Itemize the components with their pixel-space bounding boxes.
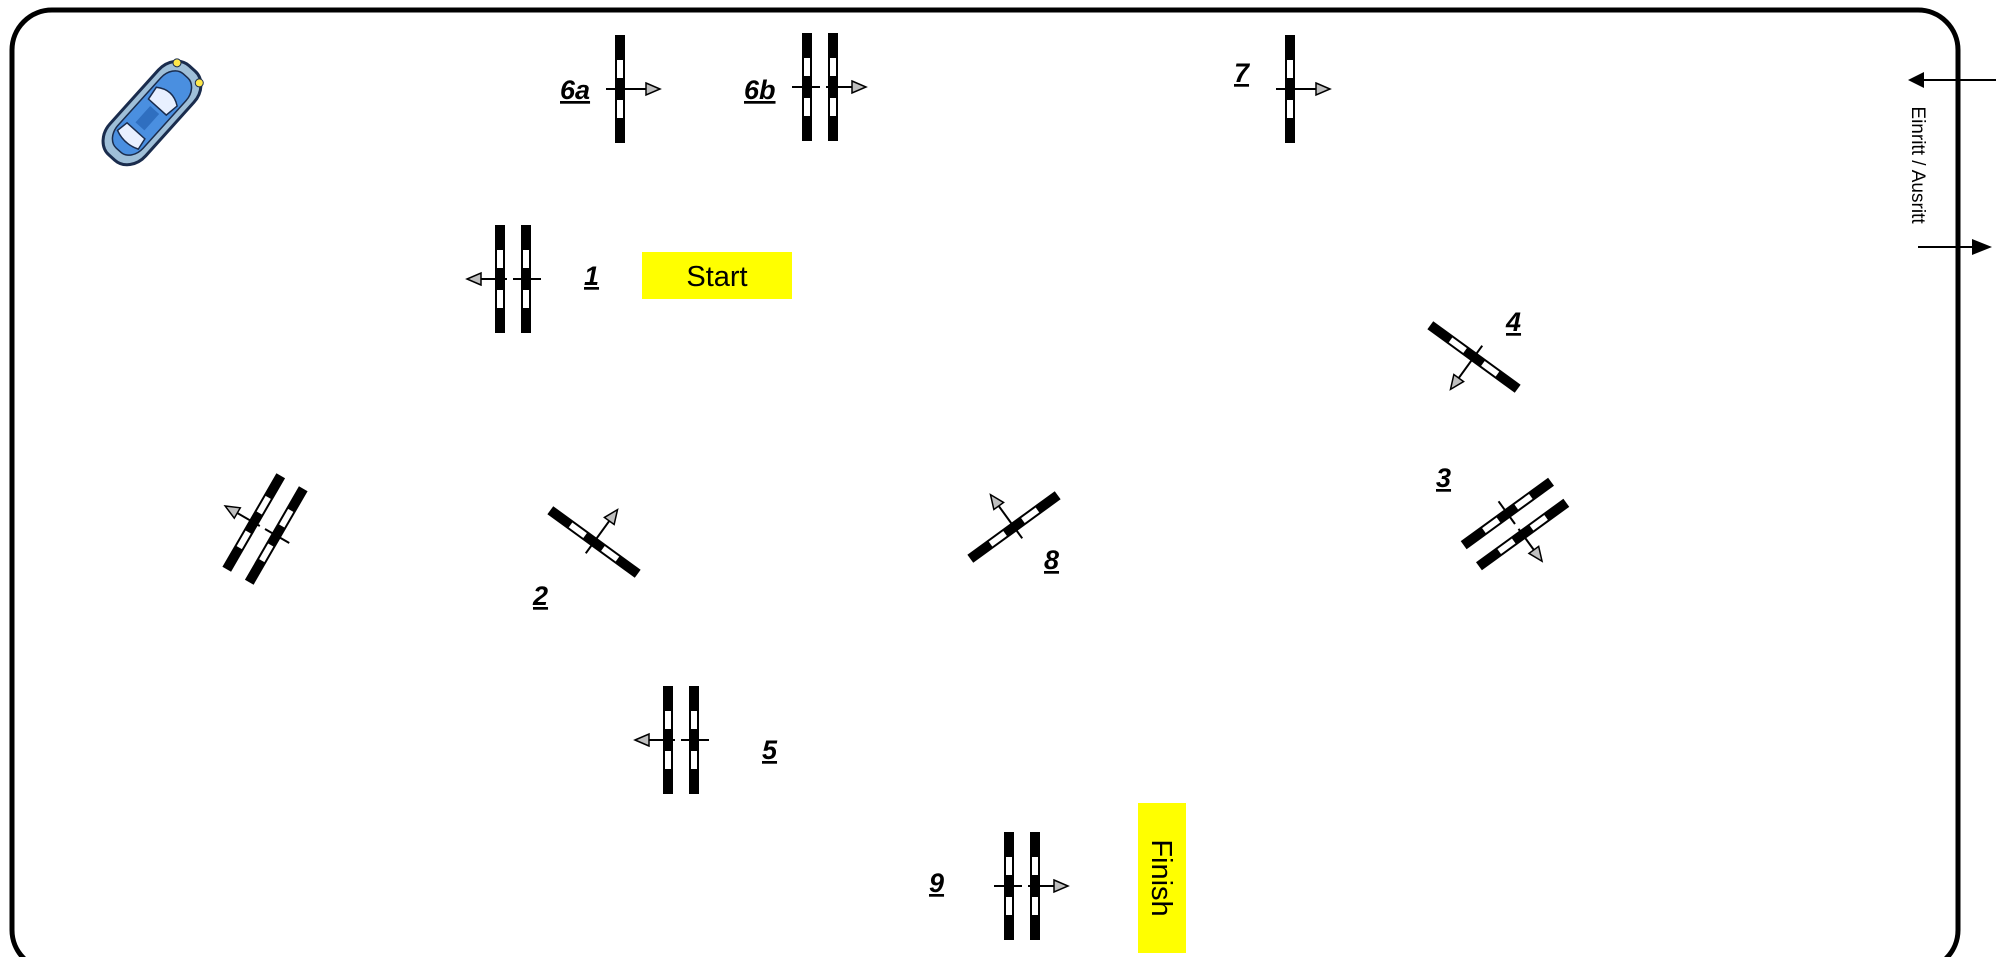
obstacle-6b-number: 6b bbox=[744, 75, 776, 105]
obstacle-5: 5 bbox=[635, 686, 778, 794]
obstacle-3: 3 bbox=[1436, 463, 1586, 593]
start-label: Start bbox=[686, 261, 747, 293]
obstacle-9-number: 9 bbox=[929, 868, 944, 898]
obstacle-8-number: 8 bbox=[1044, 545, 1059, 575]
obstacle-1: 1 bbox=[467, 225, 599, 333]
exit-arrowhead bbox=[1972, 239, 1992, 255]
entry-exit-gate: Einritt / Ausritt bbox=[1907, 72, 1996, 255]
entry-exit-label: Einritt / Ausritt bbox=[1907, 106, 1928, 224]
car-icon bbox=[94, 52, 210, 173]
obstacle-7-number: 7 bbox=[1234, 58, 1251, 88]
obstacle-3-number: 3 bbox=[1436, 463, 1451, 493]
obstacle-8: 8 bbox=[947, 463, 1066, 575]
obstacle-4-number: 4 bbox=[1505, 307, 1521, 337]
obstacle-6a-number: 6a bbox=[560, 75, 590, 105]
obstacle-2: 2 bbox=[532, 478, 661, 611]
obstacle-6b: 6b bbox=[744, 33, 866, 141]
obstacle-9: 9 bbox=[929, 832, 1068, 940]
obstacle-unnumbered bbox=[198, 459, 316, 590]
obstacle-4: 4 bbox=[1407, 307, 1526, 421]
obstacle-1-number: 1 bbox=[584, 261, 599, 291]
obstacle-5-number: 5 bbox=[762, 735, 778, 765]
entry-arrowhead bbox=[1908, 72, 1924, 88]
finish-box: Finish bbox=[1138, 803, 1186, 953]
finish-label: Finish bbox=[1145, 839, 1177, 916]
start-box: Start bbox=[642, 252, 792, 299]
obstacle-7: 7 bbox=[1234, 35, 1330, 143]
arena-border bbox=[12, 10, 1958, 957]
obstacle-6a: 6a bbox=[560, 35, 660, 143]
obstacle-2-number: 2 bbox=[532, 581, 548, 611]
